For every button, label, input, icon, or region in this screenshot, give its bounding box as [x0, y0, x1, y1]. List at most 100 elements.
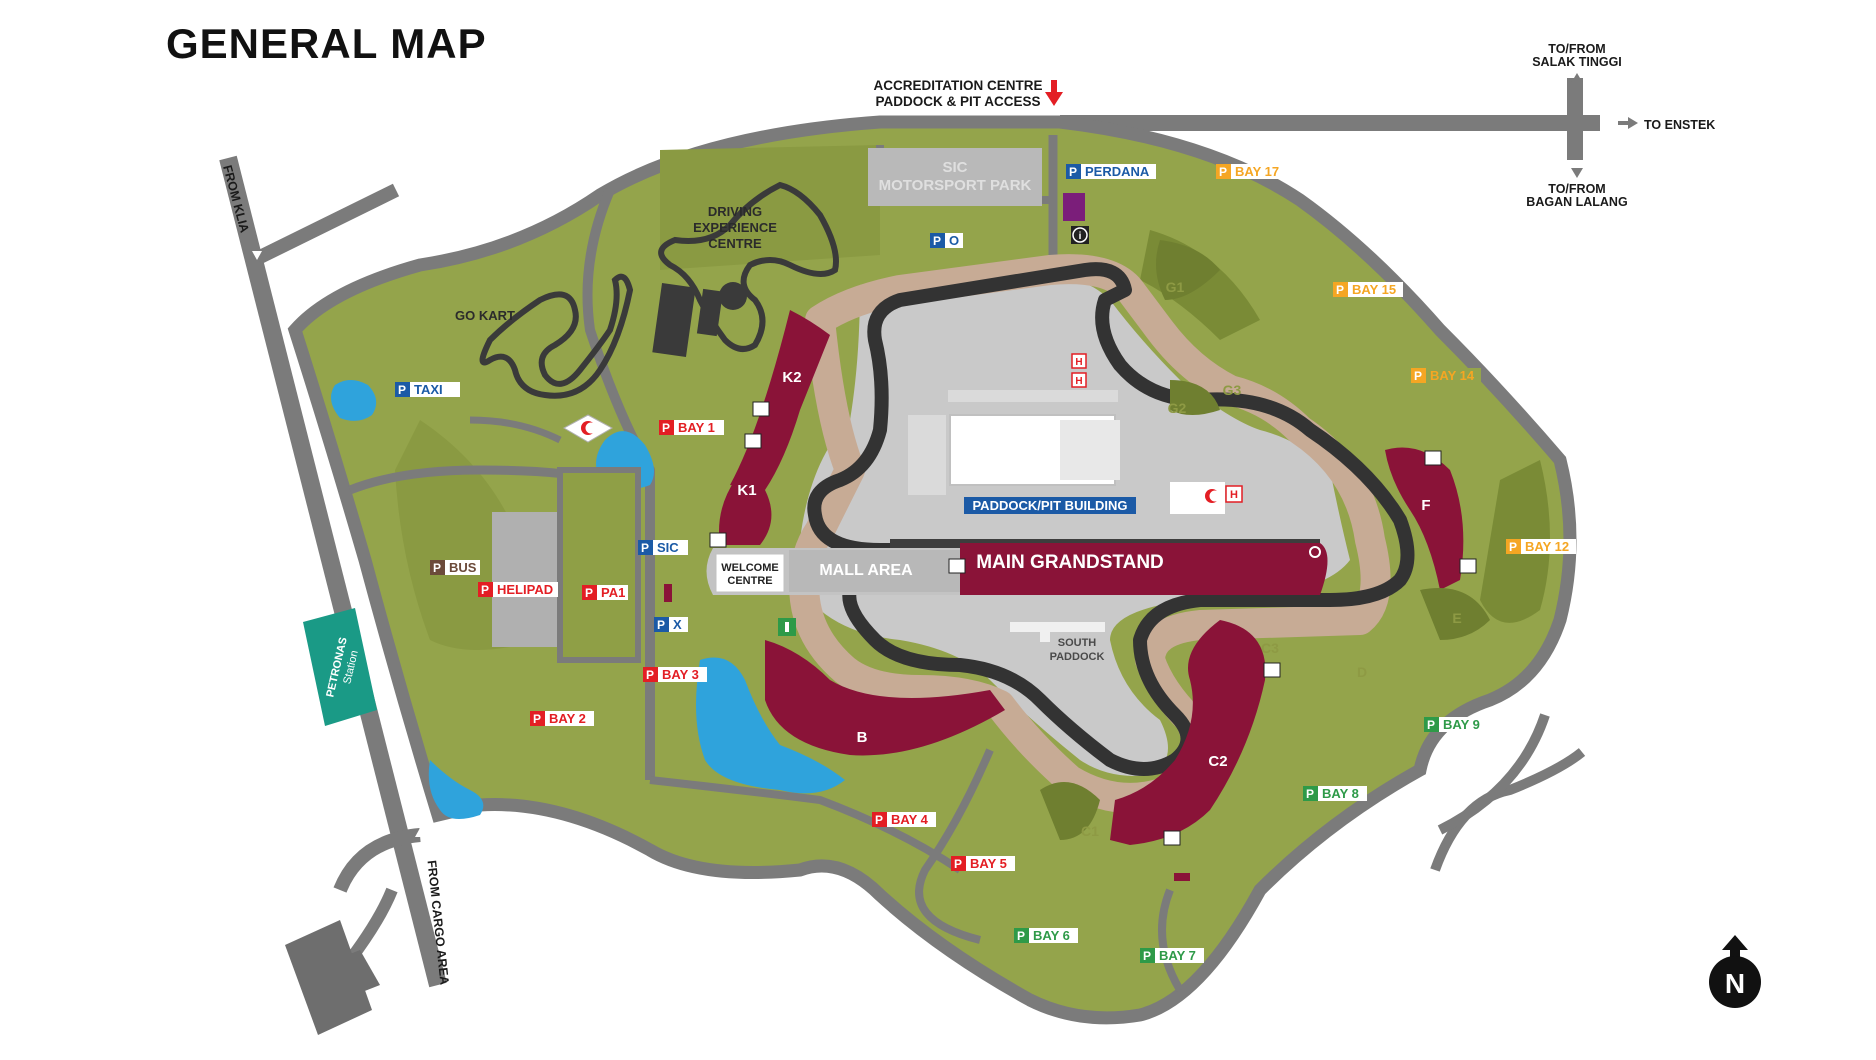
stand-label-f: F: [1421, 497, 1430, 514]
svg-text:P: P: [585, 586, 593, 600]
parking-bay-3[interactable]: P BAY 3: [643, 667, 707, 682]
parking-bus-label: BUS: [449, 560, 477, 575]
svg-text:P: P: [662, 421, 670, 435]
parking-bay-7[interactable]: P BAY 7: [1140, 948, 1204, 963]
parking-bay-4-label: BAY 4: [891, 812, 929, 827]
stand-label-d: D: [1357, 664, 1367, 680]
stand-label-c2: C2: [1208, 753, 1227, 770]
stand-access-icon: [709, 401, 1477, 846]
parking-bay-9-label: BAY 9: [1443, 717, 1480, 732]
parking-helipad[interactable]: P HELIPAD: [478, 582, 558, 597]
se-road-2: [1437, 713, 1550, 835]
parking-bay-12-label: BAY 12: [1525, 539, 1569, 554]
stand-label-e: E: [1452, 610, 1461, 626]
side-road-nw: [254, 183, 400, 265]
helipad-area: [492, 467, 641, 663]
north-label: N: [1725, 968, 1745, 999]
parking-bay-2[interactable]: P BAY 2: [530, 711, 594, 726]
svg-text:P: P: [875, 813, 883, 827]
svg-text:P: P: [481, 583, 489, 597]
svg-text:P: P: [1069, 165, 1077, 179]
svg-text:P: P: [954, 857, 962, 871]
bagan-label-2: BAGAN LALANG: [1526, 195, 1627, 209]
arrow-down-icon: [1045, 80, 1063, 106]
parking-bay-8[interactable]: P BAY 8: [1303, 786, 1367, 801]
arrow-up-icon: [1571, 73, 1583, 83]
helipad-h-icon: H H: [1071, 353, 1087, 388]
access-marker: [664, 584, 672, 602]
stand-labels: K2 K1 B C2 F G1 G2 G3 C3 D E C1: [737, 279, 1461, 839]
parking-helipad-label: HELIPAD: [497, 582, 553, 597]
sw-road: [333, 828, 421, 893]
arrow-down-icon: [1571, 168, 1583, 178]
parking-perdana-label: PERDANA: [1085, 164, 1150, 179]
parking-pa1-label: PA1: [601, 585, 625, 600]
parking-bay-17[interactable]: P BAY 17: [1216, 164, 1286, 179]
parking-o-label: O: [949, 233, 959, 248]
svg-text:P: P: [657, 618, 665, 632]
accreditation-label-1: ACCREDITATION CENTRE: [874, 78, 1043, 93]
parking-sic[interactable]: P SIC: [638, 540, 688, 555]
parking-sic-label: SIC: [657, 540, 679, 555]
se-road: [1430, 748, 1586, 872]
mall-area: MALL AREA WELCOME CENTRE: [706, 548, 960, 595]
stand-label-k2: K2: [782, 369, 801, 386]
mall-area-label: MALL AREA: [819, 562, 913, 579]
stand-label-b: B: [857, 729, 868, 746]
parking-taxi[interactable]: P TAXI: [395, 382, 460, 397]
svg-text:H: H: [1075, 357, 1082, 368]
parking-bus[interactable]: P BUS: [430, 560, 480, 575]
parking-bay-9[interactable]: P BAY 9: [1424, 717, 1488, 732]
parking-bay-5[interactable]: P BAY 5: [951, 856, 1015, 871]
medical-crescent-icon[interactable]: [562, 414, 614, 443]
svg-text:P: P: [398, 383, 406, 397]
parking-bay-1[interactable]: P BAY 1: [659, 420, 724, 435]
svg-text:P: P: [1414, 369, 1422, 383]
parking-x-label: X: [673, 617, 682, 632]
svg-text:P: P: [533, 712, 541, 726]
parking-bay-1-label: BAY 1: [678, 420, 715, 435]
parking-bay-7-label: BAY 7: [1159, 948, 1196, 963]
parking-pa1[interactable]: P PA1: [582, 585, 628, 600]
bagan-label-1: TO/FROM: [1548, 182, 1605, 196]
parking-bay-8-label: BAY 8: [1322, 786, 1359, 801]
south-paddock-label-1: SOUTH: [1058, 637, 1097, 649]
stand-label-c3: C3: [1261, 640, 1279, 656]
medical-crescent-icon[interactable]: H: [1201, 485, 1243, 506]
stand-label-g1: G1: [1166, 279, 1185, 295]
parking-o[interactable]: P O: [930, 233, 963, 248]
svg-text:P: P: [1306, 787, 1314, 801]
svg-text:P: P: [1017, 929, 1025, 943]
parking-x[interactable]: P X: [654, 617, 688, 632]
parking-bay-4[interactable]: P BAY 4: [872, 812, 936, 827]
parking-bay-12[interactable]: P BAY 12: [1506, 539, 1576, 554]
sic-label-2: MOTORSPORT PARK: [879, 177, 1032, 194]
svg-text:P: P: [1143, 949, 1151, 963]
parking-bay-15-label: BAY 15: [1352, 282, 1396, 297]
info-icon[interactable]: i: [1071, 226, 1089, 244]
main-grandstand: MAIN GRANDSTAND: [960, 543, 1328, 595]
main-grandstand-label: MAIN GRANDSTAND: [976, 552, 1164, 573]
svg-text:P: P: [1336, 283, 1344, 297]
natural-stands: [1040, 240, 1490, 840]
page-title: GENERAL MAP: [166, 20, 487, 67]
parking-bay-14[interactable]: P BAY 14: [1411, 368, 1481, 383]
sw-road-2: [345, 887, 398, 964]
svg-text:P: P: [933, 234, 941, 248]
svg-text:P: P: [641, 541, 649, 555]
stand-label-c1: C1: [1081, 823, 1099, 839]
welcome-centre-label-2: CENTRE: [727, 575, 772, 587]
parking-bay-5-label: BAY 5: [970, 856, 1007, 871]
parking-bay-6[interactable]: P BAY 6: [1014, 928, 1078, 943]
svg-text:P: P: [1427, 718, 1435, 732]
driving-centre-label-2: EXPERIENCE: [693, 220, 777, 235]
south-paddock-label-2: PADDOCK: [1050, 651, 1105, 663]
parking-perdana[interactable]: P PERDANA: [1063, 164, 1156, 221]
svg-text:P: P: [433, 561, 441, 575]
parking-bay-15[interactable]: P BAY 15: [1333, 282, 1403, 297]
south-paddock: SOUTH PADDOCK: [1010, 622, 1105, 663]
parking-badges: P TAXI P BAY 1 P BUS P HELIPAD P: [395, 164, 1576, 963]
driving-centre-label-3: CENTRE: [708, 236, 762, 251]
go-kart-label: GO KART: [455, 308, 515, 323]
